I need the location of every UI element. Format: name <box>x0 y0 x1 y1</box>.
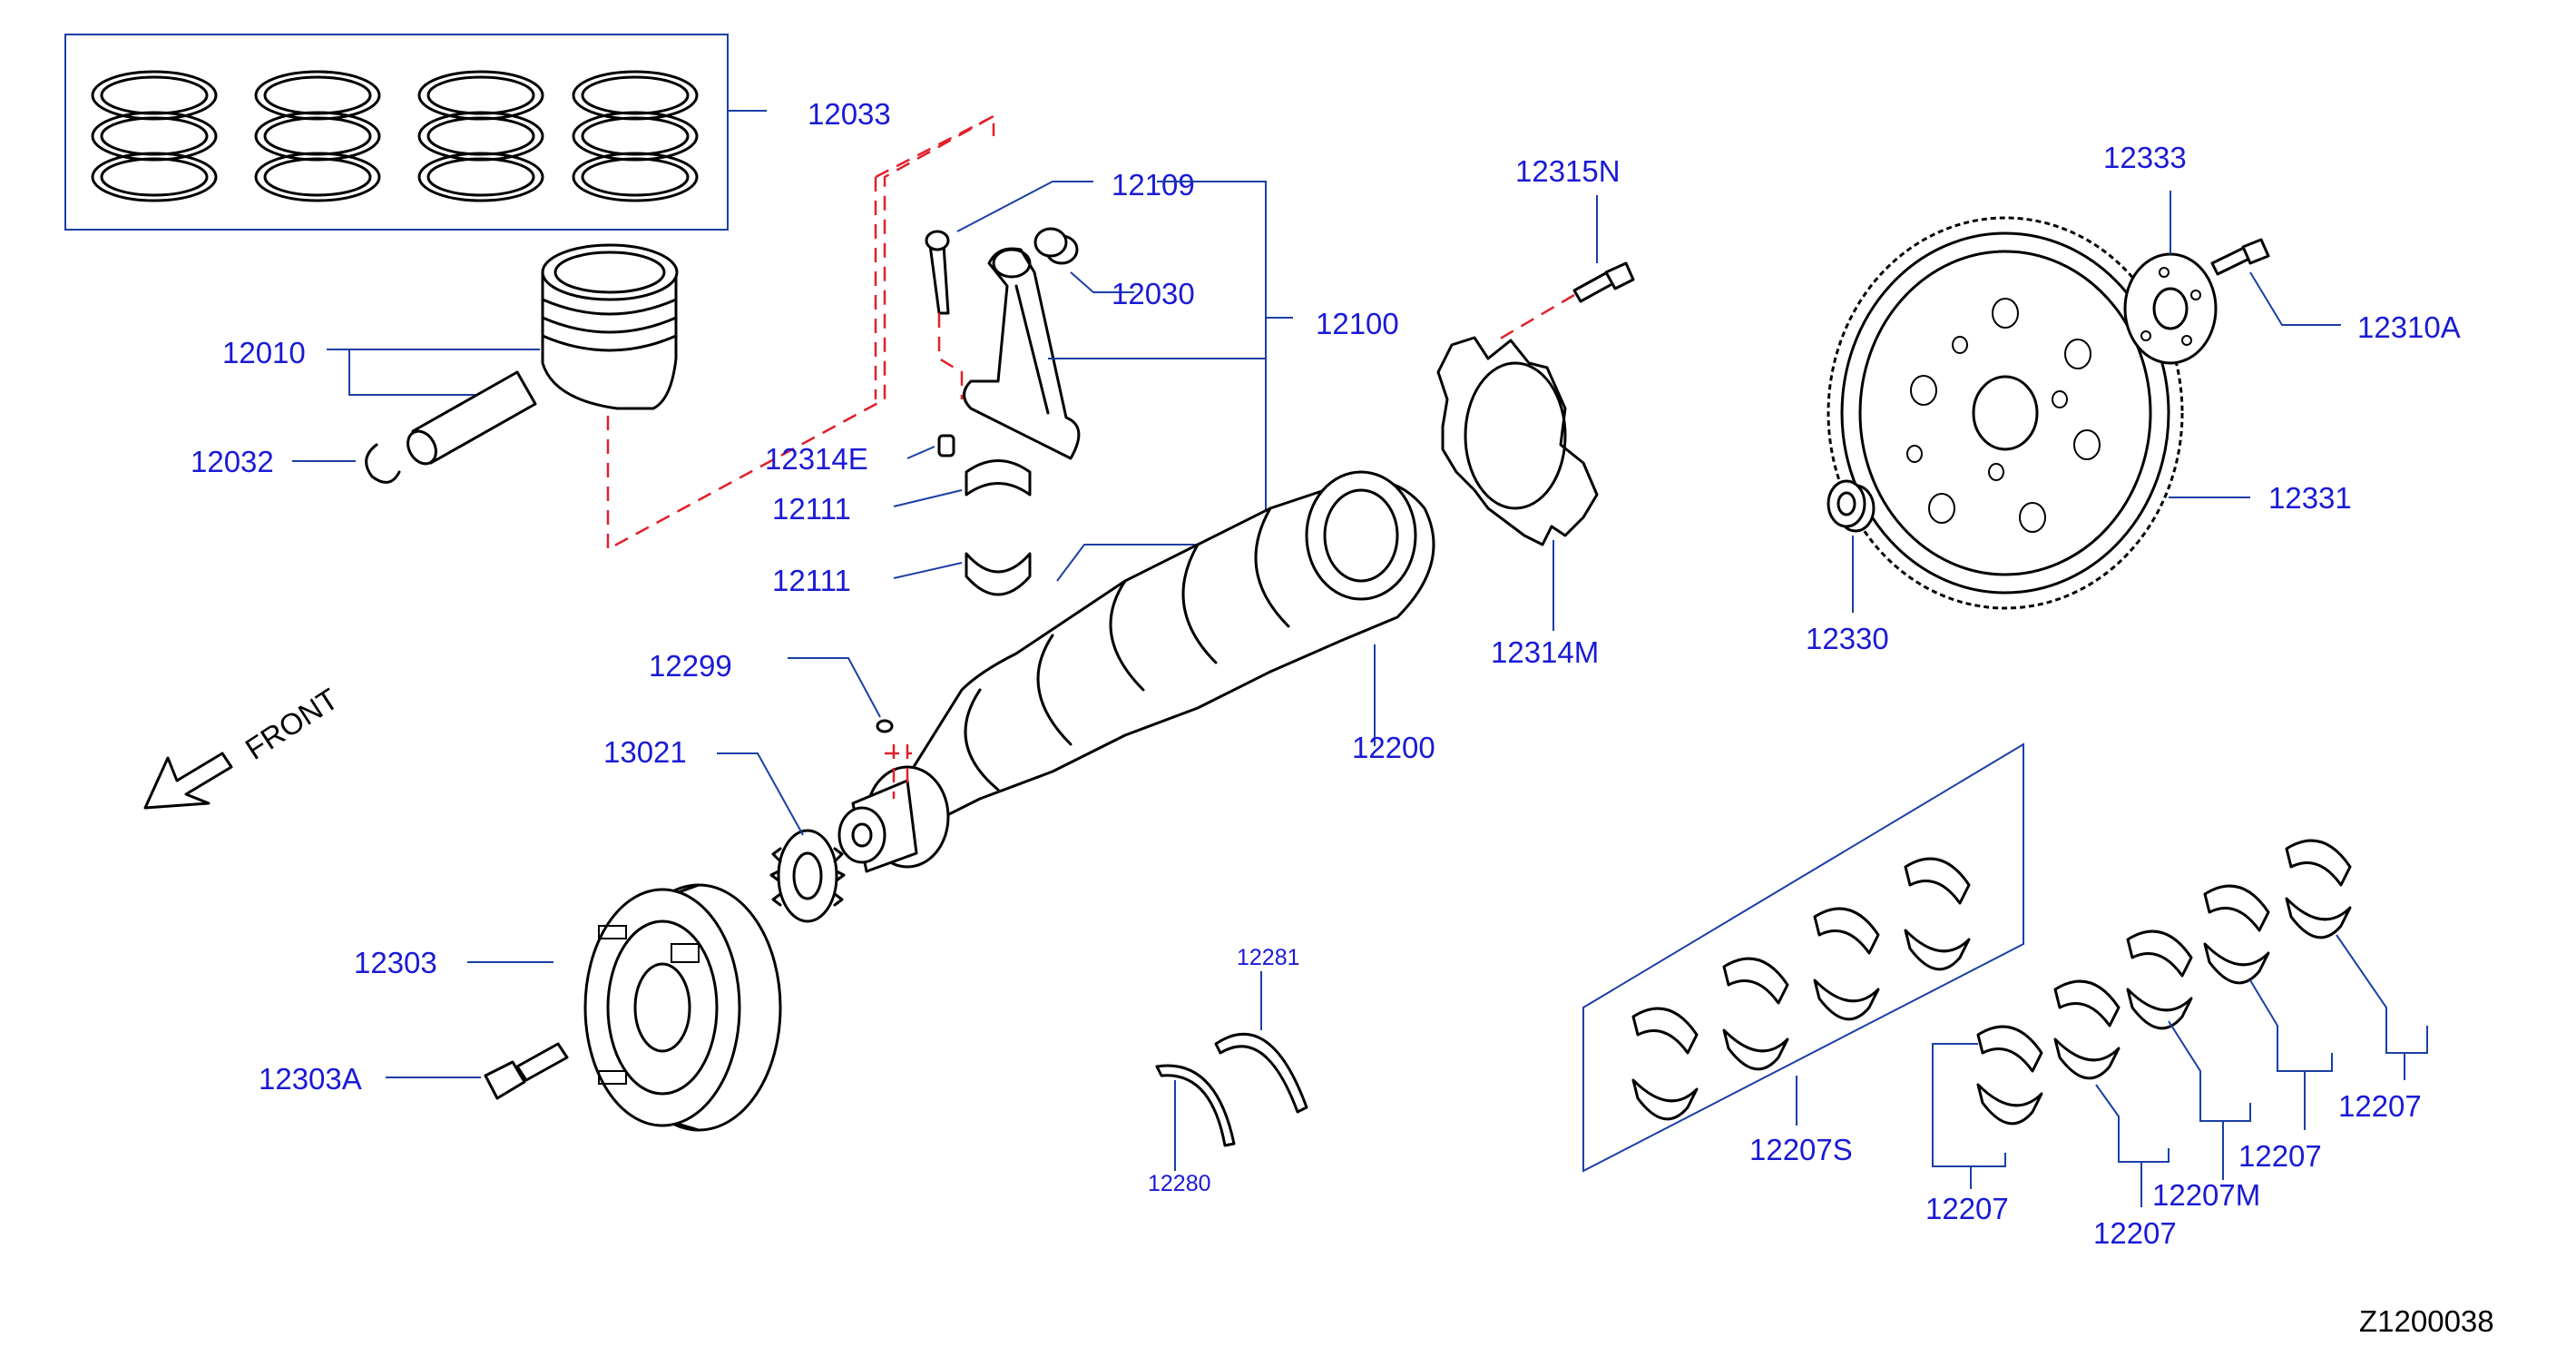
crankshaft-key-label[interactable]: 12299 <box>649 649 732 683</box>
conn-rod-bearing-lower-label[interactable]: 12111 <box>772 564 851 597</box>
drive-plate-bolt-label[interactable]: 12310A <box>2357 310 2461 344</box>
conn-rod-bearing-upper-label[interactable]: 12111 <box>772 492 851 526</box>
connecting-rod[interactable] <box>963 247 1081 460</box>
thrust-washer-upper-label[interactable]: 12281 <box>1237 945 1300 970</box>
main-bearing-1-label[interactable]: 12207 <box>1925 1192 2009 1225</box>
main-bearings[interactable] <box>1976 839 2352 1126</box>
dowel-pin[interactable]: 12314E <box>765 434 955 476</box>
pilot-bushing-label[interactable]: 12330 <box>1806 622 1889 655</box>
pulley-bolt-label[interactable]: 12303A <box>259 1062 362 1096</box>
drive-plate[interactable]: 12331 <box>1827 216 2352 610</box>
piston-ring-set-label[interactable]: 12033 <box>808 97 891 131</box>
main-bearing-4-label[interactable]: 12207 <box>2238 1139 2322 1173</box>
main-bearing-5-label[interactable]: 12207 <box>2338 1089 2422 1123</box>
piston[interactable]: 12010 <box>222 243 679 410</box>
crankshaft-pulley[interactable]: 12303 <box>354 883 782 1132</box>
diagram-code: Z1200038 <box>2359 1304 2494 1338</box>
piston-label[interactable]: 12010 <box>222 336 306 369</box>
conn-rod-bearing-upper[interactable]: 12111 <box>772 459 1032 526</box>
piston-ring-set[interactable]: 12033 <box>64 34 891 231</box>
pulley-label[interactable]: 12303 <box>354 946 437 979</box>
signal-plate[interactable]: 12314M <box>1436 336 1599 669</box>
drive-plate-label[interactable]: 12331 <box>2268 481 2352 515</box>
crank-sprocket-label[interactable]: 13021 <box>603 735 687 769</box>
drive-plate-reinforcement[interactable]: 12333 <box>2103 141 2218 365</box>
drive-plate-bolt[interactable]: 12310A <box>2210 238 2461 344</box>
thrust-washer-lower-label[interactable]: 12280 <box>1148 1171 1211 1196</box>
conn-rod-bushing-label[interactable]: 12030 <box>1112 277 1195 310</box>
signal-plate-label[interactable]: 12314M <box>1491 635 1599 669</box>
connecting-rod-bolt-label[interactable]: 12109 <box>1112 168 1195 202</box>
thrust-washer-upper[interactable]: 12281 <box>1214 945 1308 1114</box>
dowel-pin-label[interactable]: 12314E <box>765 442 868 476</box>
crankshaft[interactable] <box>837 470 1435 873</box>
crank-sprocket[interactable]: 13021 <box>603 735 846 923</box>
snap-ring[interactable]: 12032 <box>191 443 401 484</box>
front-direction-arrow: FRONT <box>143 682 344 810</box>
reluctor-bolt[interactable]: 12315N <box>1515 154 1635 303</box>
reluctor-bolt-label[interactable]: 12315N <box>1515 154 1621 188</box>
connecting-rod-bolt[interactable] <box>925 230 950 315</box>
thrust-washer-lower[interactable]: 12280 <box>1148 1064 1236 1196</box>
main-bearing-3-label[interactable]: 12207M <box>2152 1178 2260 1212</box>
conn-rod-bushing[interactable] <box>1033 227 1079 265</box>
drive-plate-reinforcement-label[interactable]: 12333 <box>2103 141 2187 174</box>
pulley-bolt[interactable]: 12303A <box>259 1042 569 1100</box>
piston-pin[interactable] <box>402 370 537 468</box>
main-bearing-set-label[interactable]: 12207S <box>1749 1133 1853 1166</box>
crankshaft-label[interactable]: 12200 <box>1352 731 1435 764</box>
conn-rod-bearing-lower[interactable]: 12111 <box>772 552 1032 597</box>
main-bearing-set[interactable]: 12207S <box>1582 742 2024 1173</box>
pilot-bushing[interactable]: 12330 <box>1806 479 1889 655</box>
snap-ring-label[interactable]: 12032 <box>191 445 274 478</box>
conn-rod-assy-label[interactable]: 12100 <box>1316 307 1399 340</box>
front-label: FRONT <box>240 682 344 766</box>
main-bearing-2-label[interactable]: 12207 <box>2093 1216 2177 1250</box>
crankshaft-key[interactable]: 12299 <box>649 649 894 733</box>
